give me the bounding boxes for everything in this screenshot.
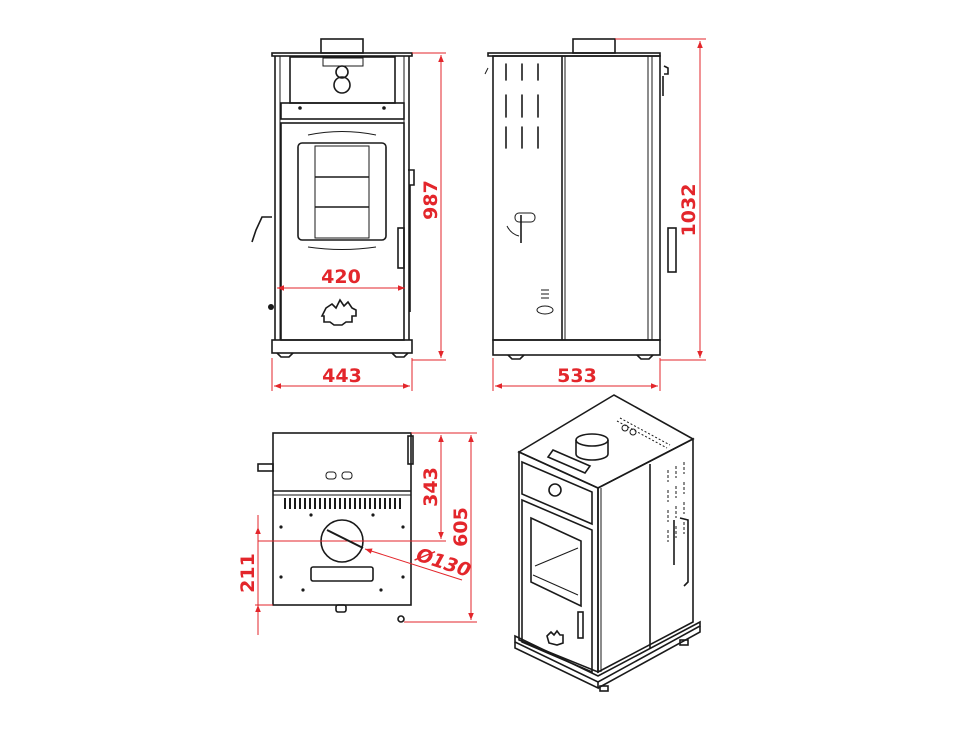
top-view — [257, 432, 414, 623]
dim-leader-130 — [364, 548, 463, 581]
dim-label-533: 533 — [557, 365, 597, 387]
dim-label-1032: 1032 — [678, 184, 700, 237]
dim-label-343: 343 — [420, 467, 442, 507]
top-vents — [284, 498, 401, 509]
dim-label-605: 605 — [450, 507, 472, 547]
front-view — [251, 38, 415, 358]
front-dimensions: 987 420 443 — [271, 52, 446, 391]
isometric-view — [514, 394, 701, 692]
dim-label-211: 211 — [237, 553, 259, 593]
side-vents — [505, 63, 539, 149]
iso-top — [517, 394, 695, 489]
dim-label-987: 987 — [420, 180, 442, 220]
dim-label-420: 420 — [321, 266, 361, 288]
dim-label-130: Ø130 — [413, 544, 474, 582]
side-view — [484, 38, 677, 360]
dim-label-443: 443 — [322, 365, 362, 387]
side-dimensions: 1032 533 — [492, 38, 706, 391]
